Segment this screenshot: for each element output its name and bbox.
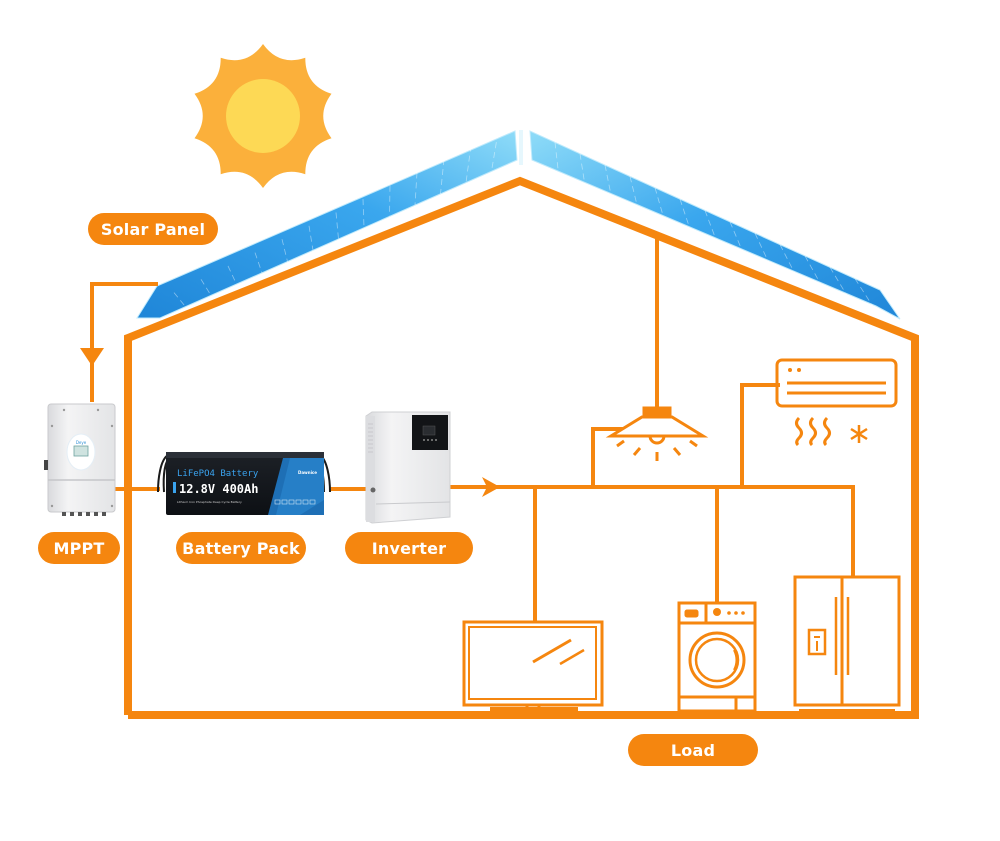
solar-panel-icon <box>136 130 901 320</box>
battery-chemistry-text: LiFePO4 Battery <box>177 469 259 479</box>
panel-cell-line <box>362 199 365 228</box>
flow-arrows <box>80 348 500 497</box>
panel-cell-line <box>254 252 263 273</box>
svg-text:Dawnice: Dawnice <box>298 470 317 475</box>
television-icon <box>462 620 604 711</box>
ceiling-lamp-icon <box>605 406 709 461</box>
battery-spec-text: 12.8V 400Ah <box>179 482 258 496</box>
sun-icon <box>194 44 332 188</box>
panel-cell-line <box>729 221 743 252</box>
panel-cell-line <box>604 164 612 195</box>
panel-cell-line <box>414 172 418 206</box>
battery-icon: LiFePO4 Battery 12.8V 400Ah Lithium Iron… <box>157 452 331 515</box>
mppt-label-text: MPPT <box>53 538 105 558</box>
panel-cell-line <box>440 159 445 194</box>
panel-cell-line <box>465 145 472 183</box>
panel-cell-line <box>679 199 691 229</box>
panel-cell-line <box>491 132 499 172</box>
inverter-icon <box>365 411 451 524</box>
air-conditioner-icon <box>775 358 898 447</box>
mppt-controller-icon: Deye <box>44 403 116 516</box>
svg-text:Deye: Deye <box>76 440 87 445</box>
washing-machine-icon <box>677 601 757 713</box>
panel-cell-line <box>779 244 796 274</box>
inverter-label-text: Inverter <box>371 538 447 558</box>
panel-cell-line <box>754 233 769 263</box>
panel-cell-line <box>829 267 848 297</box>
house-outline <box>124 176 919 719</box>
mppt-label: MPPT <box>38 532 120 564</box>
load-label: Load <box>628 734 758 766</box>
panel-cell-line <box>200 279 212 296</box>
panel-cell-line <box>854 278 875 308</box>
arrow-right-icon <box>482 477 500 497</box>
panel-cell-line <box>335 212 339 240</box>
panel-cell-line <box>308 225 314 251</box>
load-label-text: Load <box>670 740 716 760</box>
panel-cell-line <box>704 210 717 240</box>
panel-cell-line <box>389 185 391 217</box>
refrigerator-icon <box>793 575 901 711</box>
battery-pack-label: Battery Pack <box>176 532 306 564</box>
panel-cell-line <box>629 176 638 206</box>
panel-cell-line <box>579 153 585 183</box>
panel-cell-line <box>227 265 237 285</box>
solar-panel-label: Solar Panel <box>88 213 218 245</box>
panel-cell-line <box>654 187 664 217</box>
arrow-down-icon <box>80 348 104 366</box>
solar-panel-label-text: Solar Panel <box>100 219 206 239</box>
inverter-label: Inverter <box>345 532 473 564</box>
battery-pack-label-text: Battery Pack <box>182 538 300 558</box>
panel-cell-line <box>173 292 186 307</box>
panel-cell-line <box>554 142 559 172</box>
panel-cell-line <box>281 239 288 262</box>
panel-cell-line <box>804 255 822 286</box>
battery-subtitle-text: Lithium Iron Phosphate Deep Cycle Batter… <box>177 500 242 504</box>
